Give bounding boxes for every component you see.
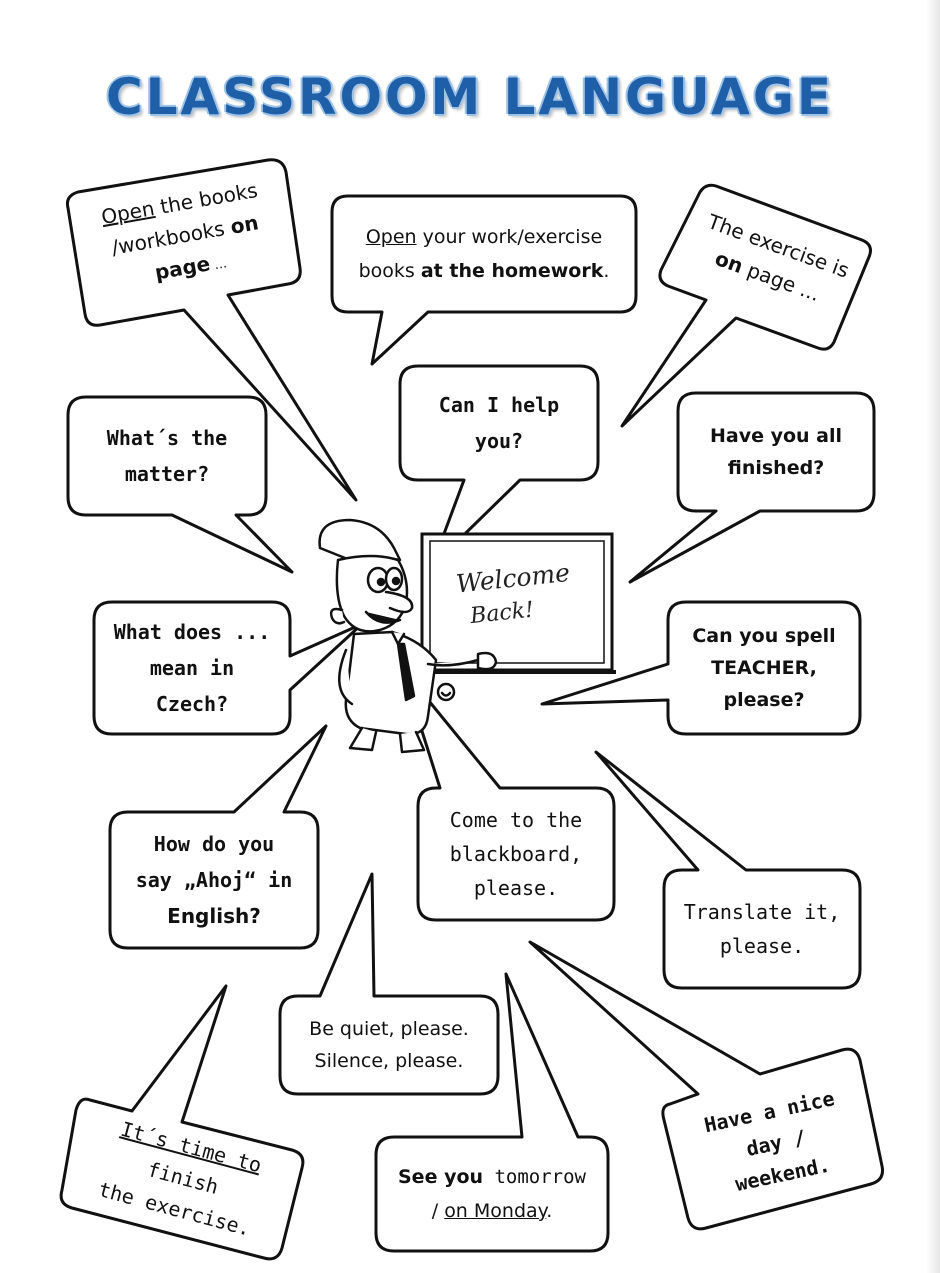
bubble-spell-text: Can you spell TEACHER, please? [692, 620, 835, 717]
can-help-line1: Can I help [438, 393, 560, 417]
bubble-open-work-text: Open your work/exercise books at the hom… [359, 220, 610, 288]
bubble-open-work: Open your work/exercise books at the hom… [334, 198, 634, 310]
what-does-line2: mean in [149, 656, 235, 680]
bubble-what-does: What does ... mean in Czech? [96, 604, 288, 732]
bubble-how-say: How do you say „Ahoj“ in English? [112, 814, 316, 946]
teacher-illustration [318, 518, 498, 754]
what-does-line3: Czech? [155, 692, 229, 716]
bubble-can-help: Can I help you? [402, 368, 596, 478]
see-you-period: . [546, 1200, 553, 1222]
open-books-open-word: Open [99, 196, 157, 230]
bubble-translate: Translate it, please. [666, 872, 858, 986]
open-work-books: books [358, 260, 421, 282]
bubble-nice-day-outline [528, 940, 884, 1231]
how-say-line1: How do you [153, 832, 275, 856]
bubble-spell-outline [540, 600, 862, 736]
bubble-see-you-outline [374, 972, 610, 1253]
bubble-can-help-outline [398, 364, 600, 568]
page-edge-shadow [926, 0, 940, 1273]
bubble-spell: Can you spell TEACHER, please? [670, 604, 858, 732]
finished-line2: finished? [727, 457, 825, 479]
nice-day-line2: day / [744, 1125, 808, 1162]
bubble-quiet: Be quiet, please. Silence, please. [282, 998, 496, 1092]
bubble-open-books-outline [66, 158, 358, 502]
bubble-see-you: See you tomorrow / on Monday. [378, 1139, 606, 1249]
open-work-period: . [603, 260, 610, 282]
see-you-on-monday: on Monday [444, 1200, 547, 1222]
spell-line1: Can you spell [692, 624, 836, 647]
blackboard-line1: Come to the [449, 808, 583, 832]
open-work-open-word: Open [365, 225, 417, 248]
bubble-finished-text: Have you all finished? [710, 420, 842, 485]
can-help-line2: you? [474, 429, 524, 453]
spell-line3: please? [723, 689, 805, 712]
page-title: CLASSROOM LANGUAGE [105, 68, 835, 126]
quiet-line2: Silence, please. [314, 1050, 464, 1072]
bubble-time-finish-outline [59, 984, 305, 1261]
nice-day-line1: Have a nice [702, 1086, 837, 1138]
see-you-tomorrow: tomorrow [483, 1165, 586, 1188]
open-books-on: on [228, 210, 261, 239]
bubble-finished: Have you all finished? [680, 395, 872, 509]
bubble-quiet-outline [278, 872, 500, 1096]
see-you-slash: / [431, 1200, 445, 1222]
bubble-what-does-text: What does ... mean in Czech? [114, 614, 271, 722]
bubble-blackboard-outline [400, 666, 616, 922]
whats-matter-line2: matter? [124, 462, 210, 486]
how-say-line2: say „Ahoj“ in [135, 868, 293, 892]
open-books-ellipsis: ... [209, 256, 229, 274]
bubble-open-books-text: Open the books /workbooks on page ... [99, 174, 271, 296]
bubble-exercise-page-outline [620, 183, 872, 428]
bubble-whats-matter-outline [66, 395, 294, 574]
bubble-translate-outline [594, 750, 862, 990]
blackboard-line2: blackboard, [449, 842, 583, 866]
see-you-bold: See you [398, 1165, 484, 1188]
blackboard-illustration [418, 532, 616, 674]
blackboard-line3: please. [473, 876, 559, 900]
bubble-blackboard: Come to the blackboard, please. [420, 790, 612, 918]
open-books-page: page [152, 251, 212, 285]
translate-line1: Translate it, [683, 900, 841, 924]
how-say-line3: English? [167, 904, 261, 928]
bubble-how-say-outline [108, 724, 328, 950]
bubble-open-work-outline [330, 194, 638, 366]
quiet-line1: Be quiet, please. [309, 1017, 469, 1040]
whats-matter-line1: What´s the [106, 426, 228, 450]
spell-line2: TEACHER, [711, 656, 817, 679]
bubble-translate-text: Translate it, please. [684, 895, 841, 963]
bubble-how-say-text: How do you say „Ahoj“ in English? [136, 826, 293, 934]
bubble-whats-matter: What´s the matter? [70, 399, 264, 513]
finished-line1: Have you all [709, 424, 843, 447]
bubble-what-does-outline [92, 600, 364, 736]
bubble-blackboard-text: Come to the blackboard, please. [450, 803, 582, 905]
bubble-finished-outline [628, 391, 876, 584]
bubble-whats-matter-text: What´s the matter? [107, 420, 227, 492]
open-work-at-homework: at the homework [420, 260, 604, 282]
translate-line2: please. [719, 934, 805, 958]
bubble-quiet-text: Be quiet, please. Silence, please. [309, 1013, 469, 1078]
bubble-can-help-text: Can I help you? [439, 387, 559, 459]
what-does-line1: What does ... [113, 620, 271, 644]
bubble-nice-day-text: Have a nice day / weekend. [701, 1082, 851, 1203]
open-work-your-work: your work/exercise [416, 225, 603, 248]
bubble-see-you-text: See you tomorrow / on Monday. [398, 1160, 586, 1228]
